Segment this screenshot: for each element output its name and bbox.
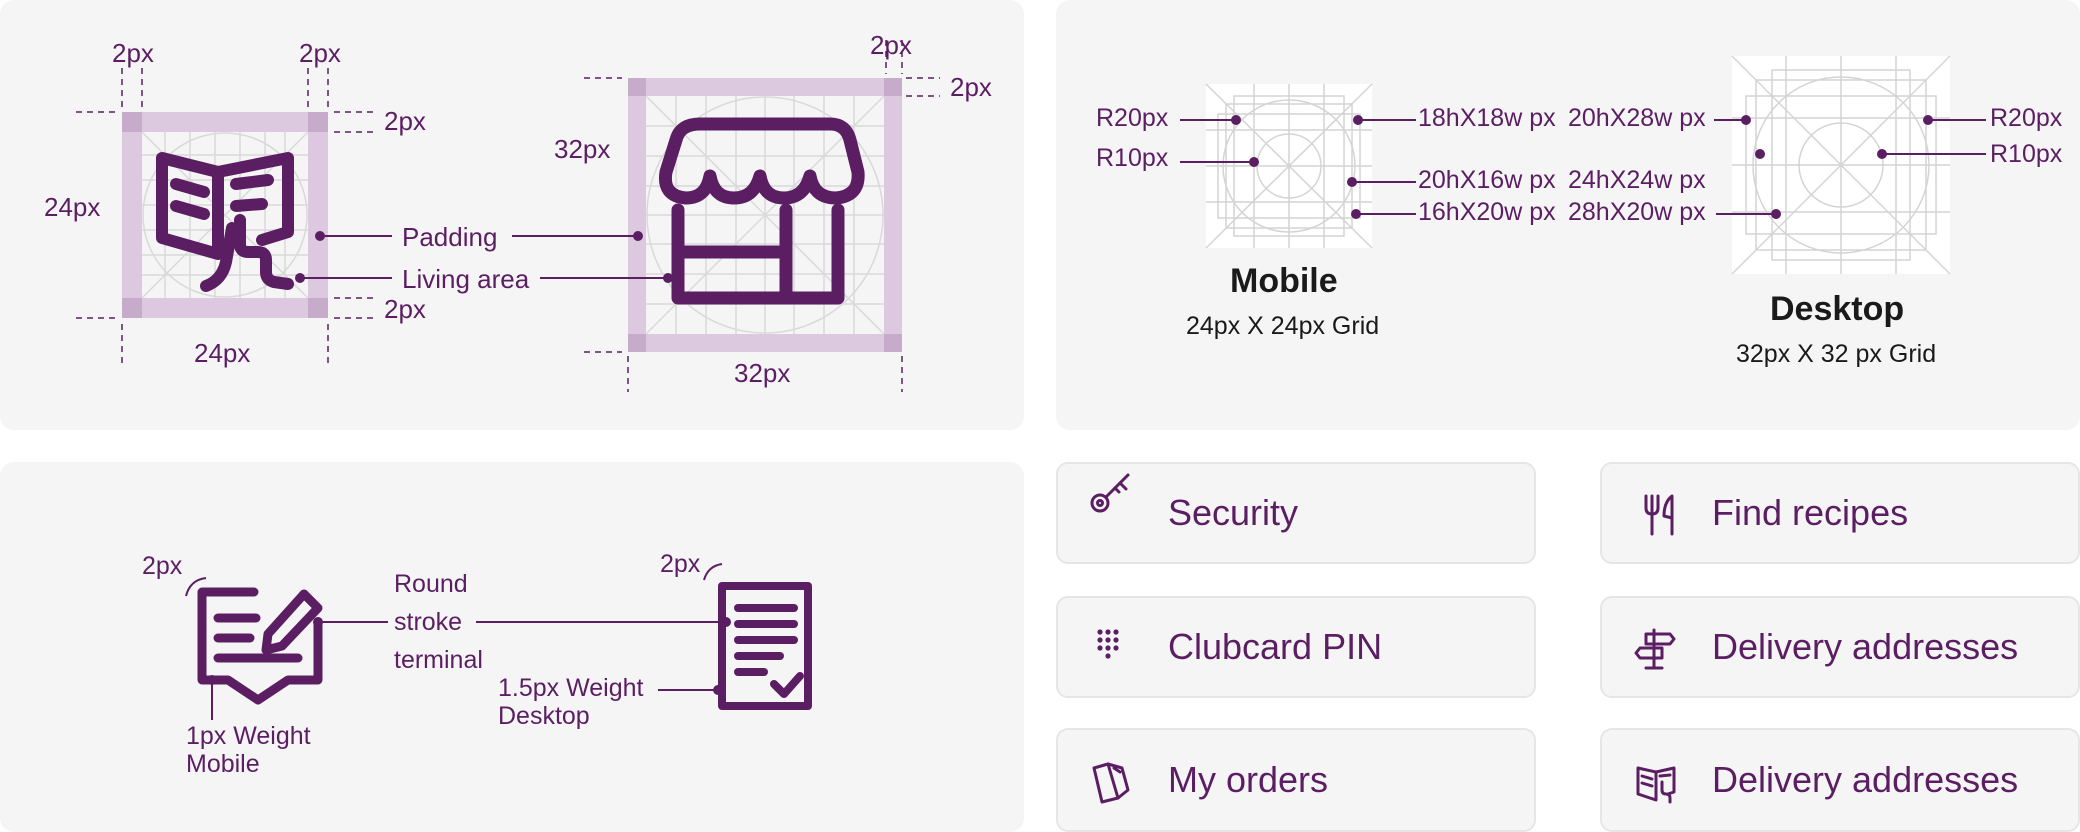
mobile-title: Mobile	[1230, 262, 1338, 300]
desktop-size-c: 28hX20w px	[1568, 198, 1706, 226]
label-weight-desktop-1: 1.5px Weight	[498, 674, 644, 702]
label-32px-left: 32px	[554, 134, 611, 164]
message-edit-icon	[197, 587, 323, 705]
large-grid	[628, 78, 902, 352]
label-2px-top-left: 2px	[112, 38, 154, 68]
card-find-recipes[interactable]: Find recipes	[1600, 462, 2080, 564]
label-2px-left-stroke: 2px	[142, 552, 183, 580]
key-icon	[1090, 473, 1130, 513]
mobile-grid-label: 24px X 24px Grid	[1186, 312, 1380, 340]
keypad-icon	[1097, 629, 1119, 659]
mobile-size-b: 20hX16w px	[1418, 166, 1556, 194]
mobile-r20-label: R20px	[1096, 104, 1169, 132]
panel-grid-sizes: R20px R10px 18hX18w px 20hX16w px 16hX20…	[1056, 0, 2080, 430]
document-check-icon	[718, 582, 812, 710]
orders-icon	[1092, 762, 1130, 804]
book-map-icon	[1636, 766, 1676, 804]
label-24px-bottom: 24px	[194, 338, 251, 368]
label-24px-left: 24px	[44, 192, 101, 222]
card-label: Delivery addresses	[1712, 626, 2019, 667]
label-32px-bottom: 32px	[734, 358, 791, 388]
desktop-r10-label: R10px	[1990, 140, 2063, 168]
stroke-weight-diagram	[185, 563, 812, 720]
label-weight-mobile-1: 1px Weight	[186, 722, 311, 750]
book-map-icon	[156, 152, 294, 292]
panel-padding-grid: 2px 2px 2px 2px 24px 24px Padding Living…	[0, 0, 1024, 430]
mobile-grid	[1205, 83, 1373, 249]
grid-sizes-diagram	[1180, 55, 1986, 275]
store-icon	[658, 117, 865, 305]
desktop-title: Desktop	[1770, 290, 1905, 328]
desktop-r20-label: R20px	[1990, 104, 2063, 132]
label-round-1: Round	[394, 570, 468, 598]
mobile-size-a: 18hX18w px	[1418, 104, 1556, 132]
label-round-2: stroke	[394, 608, 463, 636]
card-label: Clubcard PIN	[1168, 626, 1383, 667]
mobile-size-c: 16hX20w px	[1418, 198, 1556, 226]
card-label: Security	[1168, 492, 1299, 533]
desktop-grid-label: 32px X 32 px Grid	[1736, 340, 1937, 368]
label-2px-top-right: 2px	[299, 38, 341, 68]
padding-grid-diagram	[76, 40, 940, 392]
label-2px-big-right: 2px	[950, 72, 992, 102]
label-living-area: Living area	[402, 264, 530, 294]
label-2px-right-top: 2px	[384, 106, 426, 136]
card-security[interactable]: Security	[1056, 462, 1536, 564]
label-round-3: terminal	[394, 646, 483, 674]
label-weight-mobile-2: Mobile	[186, 750, 260, 778]
signpost-icon	[1634, 628, 1676, 670]
card-clubcard-pin[interactable]: Clubcard PIN	[1056, 596, 1536, 698]
card-label: Delivery addresses	[1712, 759, 2019, 800]
label-padding: Padding	[402, 222, 498, 252]
card-delivery-addresses[interactable]: Delivery addresses	[1600, 596, 2080, 698]
desktop-size-b: 24hX24w px	[1568, 166, 1706, 194]
mobile-r10-label: R10px	[1096, 144, 1169, 172]
label-2px-big-top: 2px	[870, 30, 912, 60]
card-label: Find recipes	[1712, 492, 1909, 533]
card-delivery-addresses-2[interactable]: Delivery addresses	[1600, 728, 2080, 832]
card-my-orders[interactable]: My orders	[1056, 728, 1536, 832]
desktop-size-a: 20hX28w px	[1568, 104, 1706, 132]
label-2px-right-stroke: 2px	[660, 550, 701, 578]
panel-stroke-weight: 2px 2px Round stroke terminal 1px Weight…	[0, 462, 1024, 832]
small-grid	[122, 112, 328, 318]
label-2px-right-bottom: 2px	[384, 294, 426, 324]
cutlery-icon	[1644, 494, 1674, 536]
label-weight-desktop-2: Desktop	[498, 702, 590, 730]
card-label: My orders	[1168, 759, 1329, 800]
desktop-grid	[1731, 55, 1951, 275]
